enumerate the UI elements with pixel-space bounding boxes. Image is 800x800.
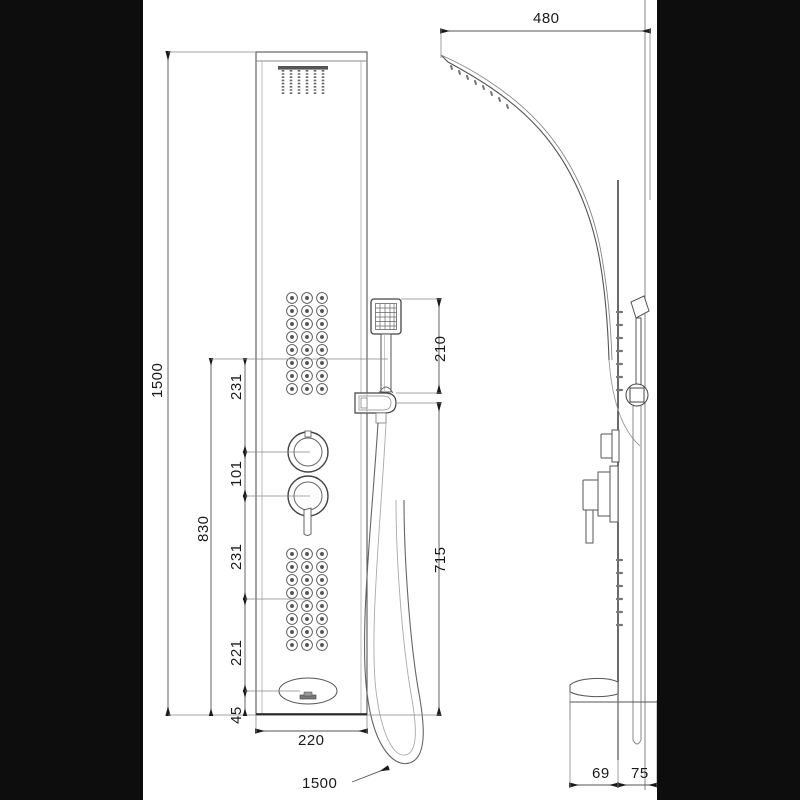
flexible-shower-hose — [363, 422, 424, 765]
dimension-label-1500-height: 1500 — [149, 362, 166, 398]
dimension-label-231-upper: 231 — [228, 373, 245, 400]
right-margin-band — [657, 0, 800, 800]
dimension-715-holder — [367, 402, 442, 716]
dimension-chain-column — [211, 358, 388, 716]
tub-spout-outlet — [278, 677, 338, 705]
dimension-label-101-valves: 101 — [228, 460, 245, 487]
dimension-label-220-width: 220 — [298, 732, 325, 749]
dimension-label-69-depth: 69 — [592, 765, 610, 782]
lower-body-jet-array — [286, 548, 328, 651]
upper-body-jet-array — [286, 292, 328, 395]
handheld-shower-head — [370, 298, 402, 394]
dimension-220-width — [255, 715, 368, 734]
diverter-control-knob[interactable] — [287, 430, 329, 473]
dimension-480-depth — [440, 28, 651, 200]
drawing-sheet — [143, 0, 657, 800]
dimension-label-221-lower-segment: 221 — [228, 639, 245, 666]
dimension-label-830-stack: 830 — [195, 515, 212, 542]
overhead-shower-arm-side-view — [440, 54, 641, 760]
dimension-label-210-handshower: 210 — [432, 335, 449, 362]
overhead-rain-shower-head — [278, 66, 328, 95]
shower-panel-front-view — [255, 51, 368, 716]
dimension-label-45-spout: 45 — [228, 706, 245, 724]
dimension-label-231-lower: 231 — [228, 543, 245, 570]
left-margin-band — [0, 0, 143, 800]
dimension-label-480-depth: 480 — [533, 10, 560, 27]
shower-panel-side-view — [569, 0, 657, 790]
dimension-label-75-depth: 75 — [631, 765, 649, 782]
dimension-label-715-holder: 715 — [432, 546, 449, 573]
dimension-210-handshower — [396, 298, 442, 394]
dimension-label-1500-hose: 1500 — [302, 775, 338, 792]
dimension-1500-hose-leader — [351, 765, 390, 783]
